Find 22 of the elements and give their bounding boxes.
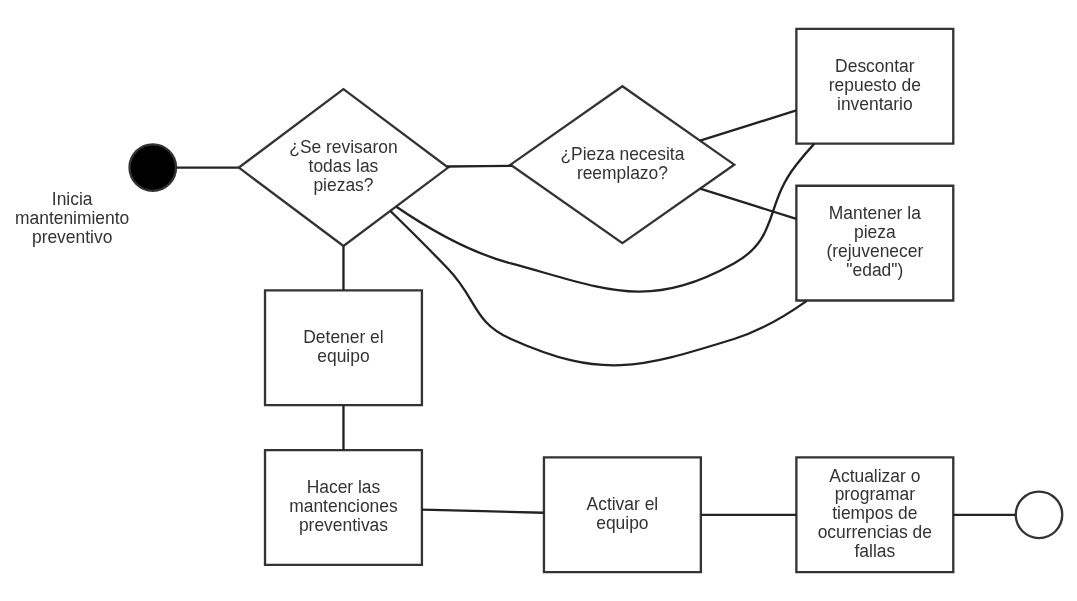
node-label: Inicia mantenimiento preventivo (15, 188, 130, 247)
node-box: Mantener la pieza (rejuvenecer "edad") (795, 184, 955, 302)
connector (701, 513, 797, 516)
connector (342, 246, 345, 290)
connector (176, 166, 239, 169)
connector (342, 405, 345, 451)
connector (699, 109, 797, 142)
node-diamond: ¿Pieza necesita reemplazo? (508, 84, 737, 245)
node-circle (128, 143, 178, 192)
node-box: Hacer las mantenciones preventivas (263, 449, 424, 567)
node-circle (1014, 490, 1064, 540)
connector (446, 164, 512, 168)
connector (395, 142, 816, 293)
connector (699, 187, 797, 220)
node-diamond: ¿Se revisaron todas las piezas? (236, 87, 451, 248)
node-box: Activar el equipo (542, 456, 702, 574)
node-box: Detener el equipo (263, 289, 424, 407)
node-box: Actualizar o programar tiempos de ocurrencias de fallas (795, 456, 955, 574)
node-box: Descontar repuesto de inventario (795, 27, 955, 145)
connector (953, 513, 1016, 516)
connector (389, 210, 808, 367)
connector (422, 508, 544, 514)
